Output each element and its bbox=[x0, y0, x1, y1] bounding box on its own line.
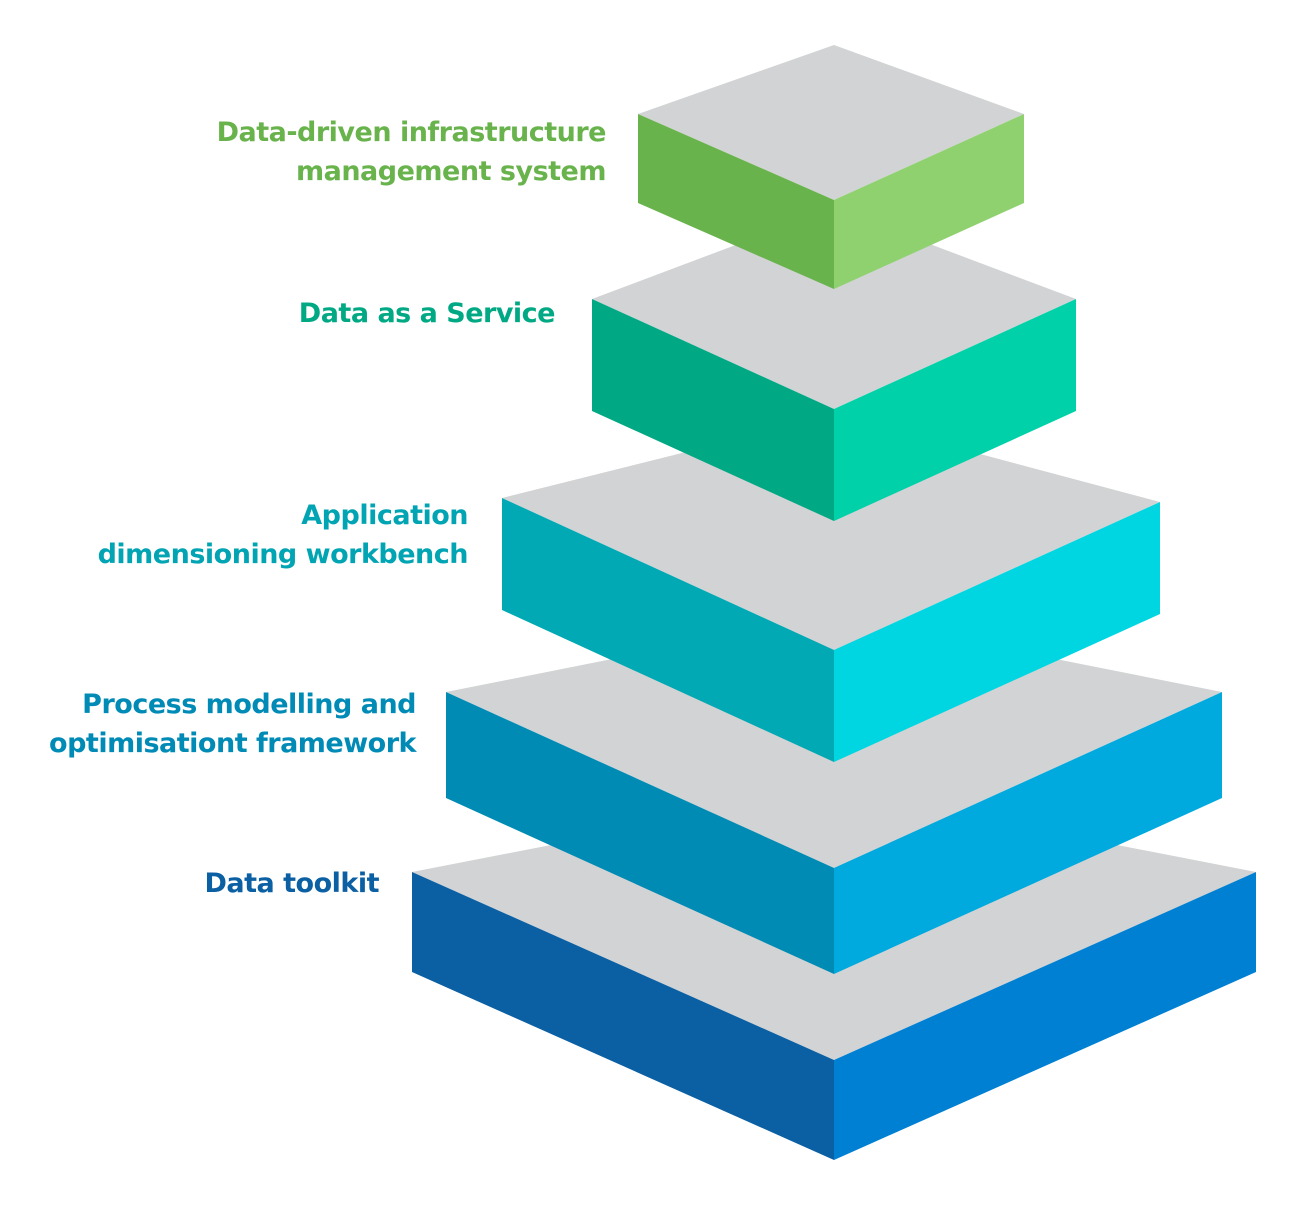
label-line: Data as a Service bbox=[298, 298, 556, 329]
tier-infrastructure-management bbox=[638, 45, 1024, 289]
tier-top-face bbox=[592, 208, 1076, 409]
tier-right-face bbox=[834, 872, 1256, 1160]
label-line: Data-driven infrastructure bbox=[216, 117, 607, 148]
label-line: Data toolkit bbox=[204, 868, 379, 899]
tier-label-data-as-a-service: Data as a Service bbox=[298, 294, 556, 333]
tier-top-face bbox=[502, 415, 1160, 650]
label-line: optimisationt framework bbox=[49, 728, 416, 759]
tier-application-workbench bbox=[502, 415, 1160, 762]
tier-left-face bbox=[412, 872, 834, 1160]
label-line: dimensioning workbench bbox=[97, 539, 469, 570]
tier-data-as-a-service bbox=[592, 208, 1076, 521]
tier-right-face bbox=[834, 114, 1024, 289]
tier-top-face bbox=[638, 45, 1024, 200]
tier-right-face bbox=[834, 692, 1222, 974]
label-line: Application bbox=[301, 500, 468, 531]
tier-label-application-workbench: Application dimensioning workbench bbox=[97, 496, 469, 574]
tier-left-face bbox=[502, 498, 834, 762]
tier-right-face bbox=[834, 299, 1076, 521]
tier-label-process-modelling: Process modelling and optimisationt fram… bbox=[49, 685, 416, 763]
label-line: management system bbox=[295, 156, 607, 187]
tier-left-face bbox=[638, 114, 834, 289]
tier-label-data-toolkit: Data toolkit bbox=[204, 864, 379, 903]
tier-left-face bbox=[592, 299, 834, 521]
tier-label-infrastructure-management: Data-driven infrastructure management sy… bbox=[216, 113, 607, 191]
label-line: Process modelling and bbox=[82, 689, 416, 720]
tier-left-face bbox=[446, 692, 834, 974]
tier-right-face bbox=[834, 502, 1160, 762]
